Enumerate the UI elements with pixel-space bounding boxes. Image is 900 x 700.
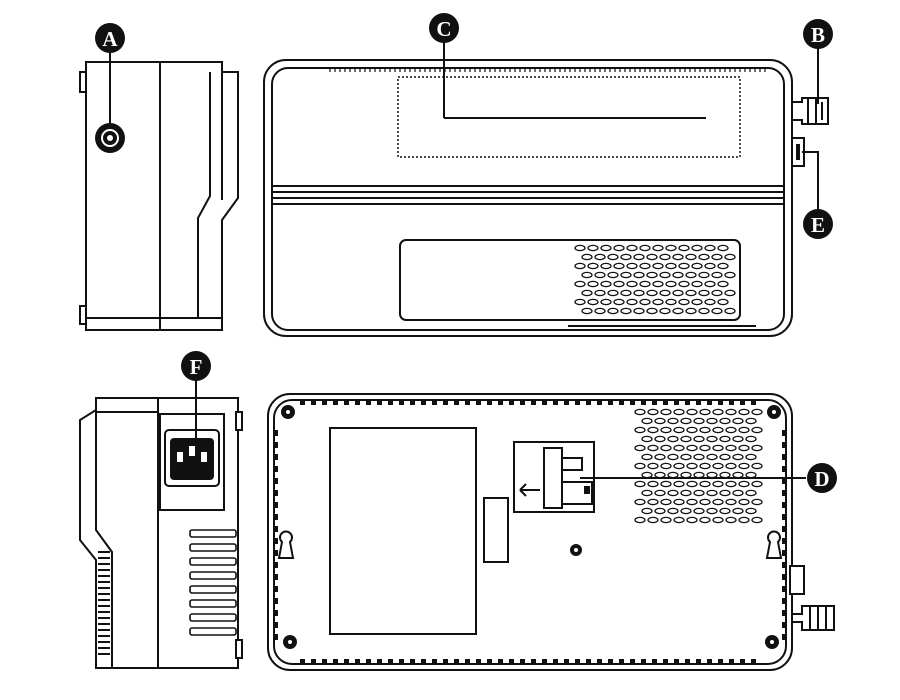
bottom-usb-cable [792, 605, 835, 631]
callout-a: A [95, 23, 125, 53]
front-vent-panel [399, 239, 741, 321]
svg-text:D: D [814, 467, 829, 491]
display-window [397, 76, 741, 158]
bottom-vent-holes [634, 408, 763, 524]
bottom-view [267, 393, 835, 671]
svg-text:A: A [102, 27, 118, 51]
screw-icon [281, 405, 781, 649]
front-view [263, 59, 829, 337]
label-area [329, 427, 477, 635]
callout-c: C [429, 13, 459, 43]
svg-text:B: B [811, 23, 825, 47]
keyhole-icon [277, 530, 783, 559]
callout-f: F [181, 351, 211, 381]
rear-side-left-vents [98, 551, 110, 655]
front-vent-holes [574, 244, 736, 315]
small-label [483, 497, 509, 563]
rear-side-vents [189, 529, 237, 636]
leader-lines [109, 42, 819, 479]
power-button-icon[interactable] [95, 123, 125, 153]
front-side-view [79, 61, 239, 331]
svg-text:E: E [811, 213, 825, 237]
callout-e: E [803, 209, 833, 239]
rear-side-view [79, 397, 243, 669]
callout-d: D [807, 463, 837, 493]
svg-text:C: C [436, 17, 451, 41]
bottom-perimeter-slots [273, 399, 787, 665]
iec-inlet-icon[interactable] [164, 429, 220, 487]
usb-port-icon[interactable] [792, 97, 829, 125]
callout-b: B [803, 19, 833, 49]
svg-text:F: F [190, 355, 203, 379]
